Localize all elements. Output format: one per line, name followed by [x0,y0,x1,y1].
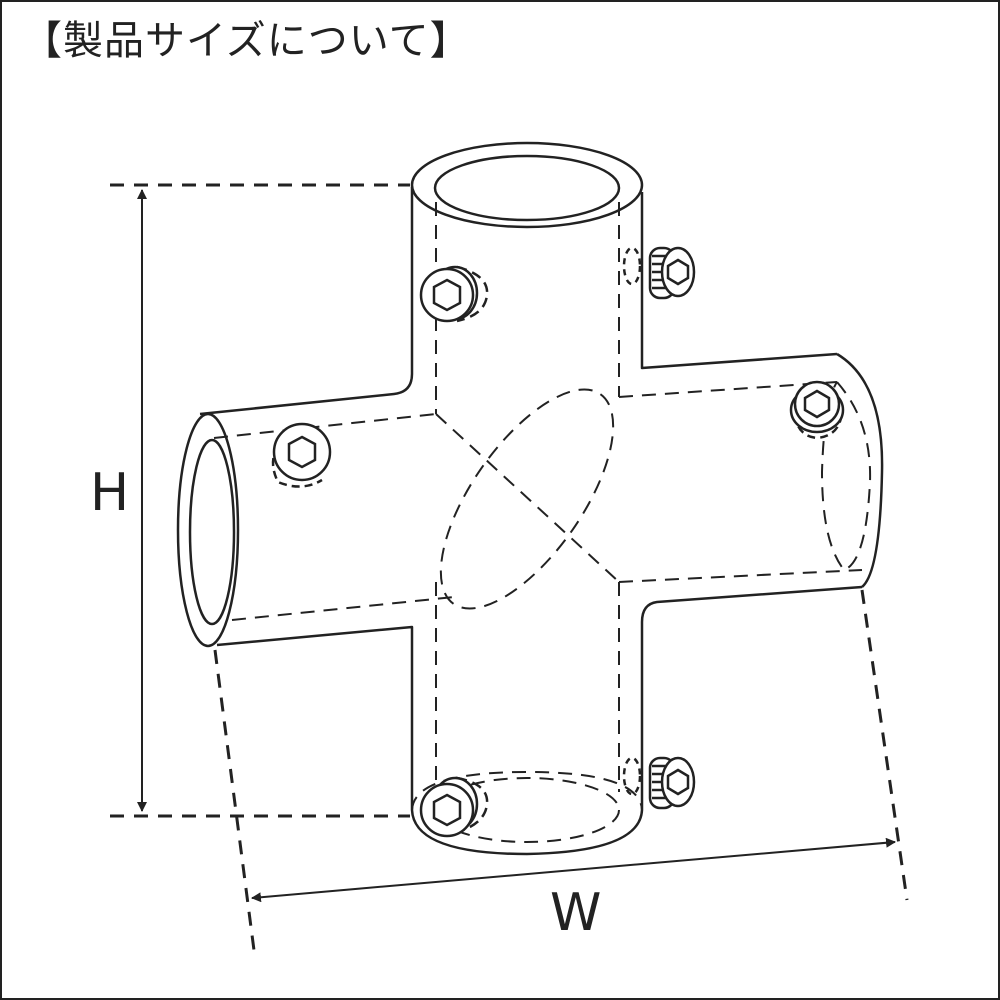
set-screws [271,246,845,838]
left-pipe-mouth [176,412,240,648]
right-pipe-end [836,352,884,588]
height-dimension [110,183,410,818]
height-label: H [90,463,129,523]
top-pipe-mouth [410,141,644,229]
width-label: W [550,883,601,943]
screw-icon [622,756,696,810]
screw-icon [622,246,696,300]
hidden-lines [213,202,872,843]
screw-icon [271,422,332,488]
screw-icon [419,265,489,323]
screw-icon [789,380,845,440]
width-dimension [213,589,909,959]
fitting-outline [199,187,863,856]
page-title: 【製品サイズについて】 [22,18,471,64]
screw-icon [419,776,489,838]
